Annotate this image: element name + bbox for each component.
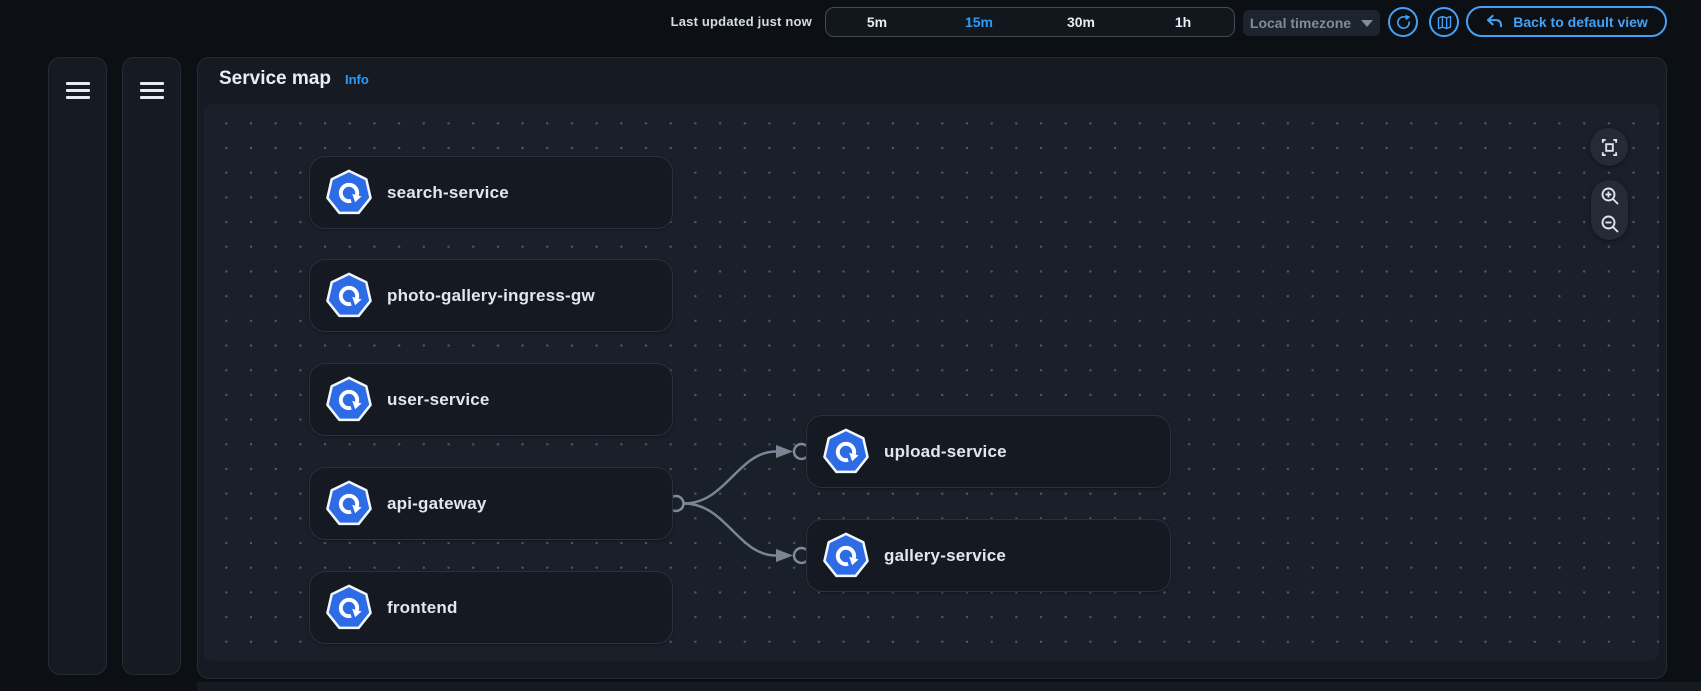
left-rail-primary (48, 57, 107, 675)
service-map-canvas[interactable]: search-service photo-gallery-ingress-gw … (204, 104, 1659, 661)
kubernetes-service-icon (324, 168, 374, 218)
node-upload-service[interactable]: upload-service (806, 415, 1171, 488)
kubernetes-service-icon (324, 479, 374, 529)
edge-api-gateway-to-gallery-service (683, 502, 777, 557)
zoom-in-icon (1600, 186, 1620, 206)
time-range-selector: 5m 15m 30m 1h (825, 7, 1235, 37)
time-range-15m[interactable]: 15m (964, 14, 994, 30)
refresh-icon (1395, 14, 1412, 31)
node-gallery-service[interactable]: gallery-service (806, 519, 1171, 592)
zoom-out-icon (1600, 214, 1620, 234)
fit-view-icon (1600, 138, 1619, 157)
node-photo-gallery-ingress-gw[interactable]: photo-gallery-ingress-gw (309, 259, 673, 332)
node-user-service[interactable]: user-service (309, 363, 673, 436)
node-label: search-service (387, 182, 509, 202)
page-title: Service map (219, 68, 331, 89)
node-frontend[interactable]: frontend (309, 571, 673, 644)
left-rail-secondary (122, 57, 181, 675)
kubernetes-service-icon (324, 375, 374, 425)
kubernetes-service-icon (324, 583, 374, 633)
back-button-label: Back to default view (1513, 13, 1648, 30)
kubernetes-service-icon (821, 531, 871, 581)
arrowhead-icon (776, 445, 793, 458)
next-widget-edge (197, 682, 1701, 691)
time-range-30m[interactable]: 30m (1066, 14, 1096, 30)
refresh-button[interactable] (1388, 7, 1418, 37)
hamburger-menu-icon[interactable] (139, 82, 164, 99)
node-label: api-gateway (387, 493, 487, 513)
service-map-panel: Service map Info (197, 57, 1667, 679)
time-range-5m[interactable]: 5m (866, 14, 888, 30)
fit-to-view-button[interactable] (1590, 128, 1628, 166)
zoom-controls (1591, 180, 1628, 240)
timezone-select-value: Local timezone (1249, 15, 1352, 31)
node-label: frontend (387, 597, 458, 617)
node-api-gateway[interactable]: api-gateway (309, 467, 673, 540)
time-range-1h[interactable]: 1h (1174, 14, 1192, 30)
hamburger-menu-icon[interactable] (65, 82, 90, 99)
node-label: photo-gallery-ingress-gw (387, 285, 595, 305)
edge-api-gateway-to-upload-service (683, 450, 777, 505)
node-label: gallery-service (884, 545, 1007, 565)
info-link[interactable]: Info (344, 72, 369, 87)
arrowhead-icon (776, 549, 793, 562)
timezone-select[interactable]: Local timezone (1243, 10, 1380, 36)
undo-arrow-icon (1485, 14, 1504, 29)
back-to-default-view-button[interactable]: Back to default view (1466, 6, 1667, 37)
zoom-in-button[interactable] (1598, 184, 1622, 208)
caret-down-icon (1361, 19, 1374, 27)
node-search-service[interactable]: search-service (309, 156, 673, 229)
node-label: upload-service (884, 441, 1007, 461)
map-toggle-button[interactable] (1429, 7, 1459, 37)
panel-header: Service map Info (219, 68, 369, 90)
map-icon (1436, 14, 1453, 31)
zoom-out-button[interactable] (1598, 212, 1622, 236)
kubernetes-service-icon (324, 271, 374, 321)
node-label: user-service (387, 389, 490, 409)
kubernetes-service-icon (821, 427, 871, 477)
last-updated-status: Last updated just now (670, 14, 812, 29)
